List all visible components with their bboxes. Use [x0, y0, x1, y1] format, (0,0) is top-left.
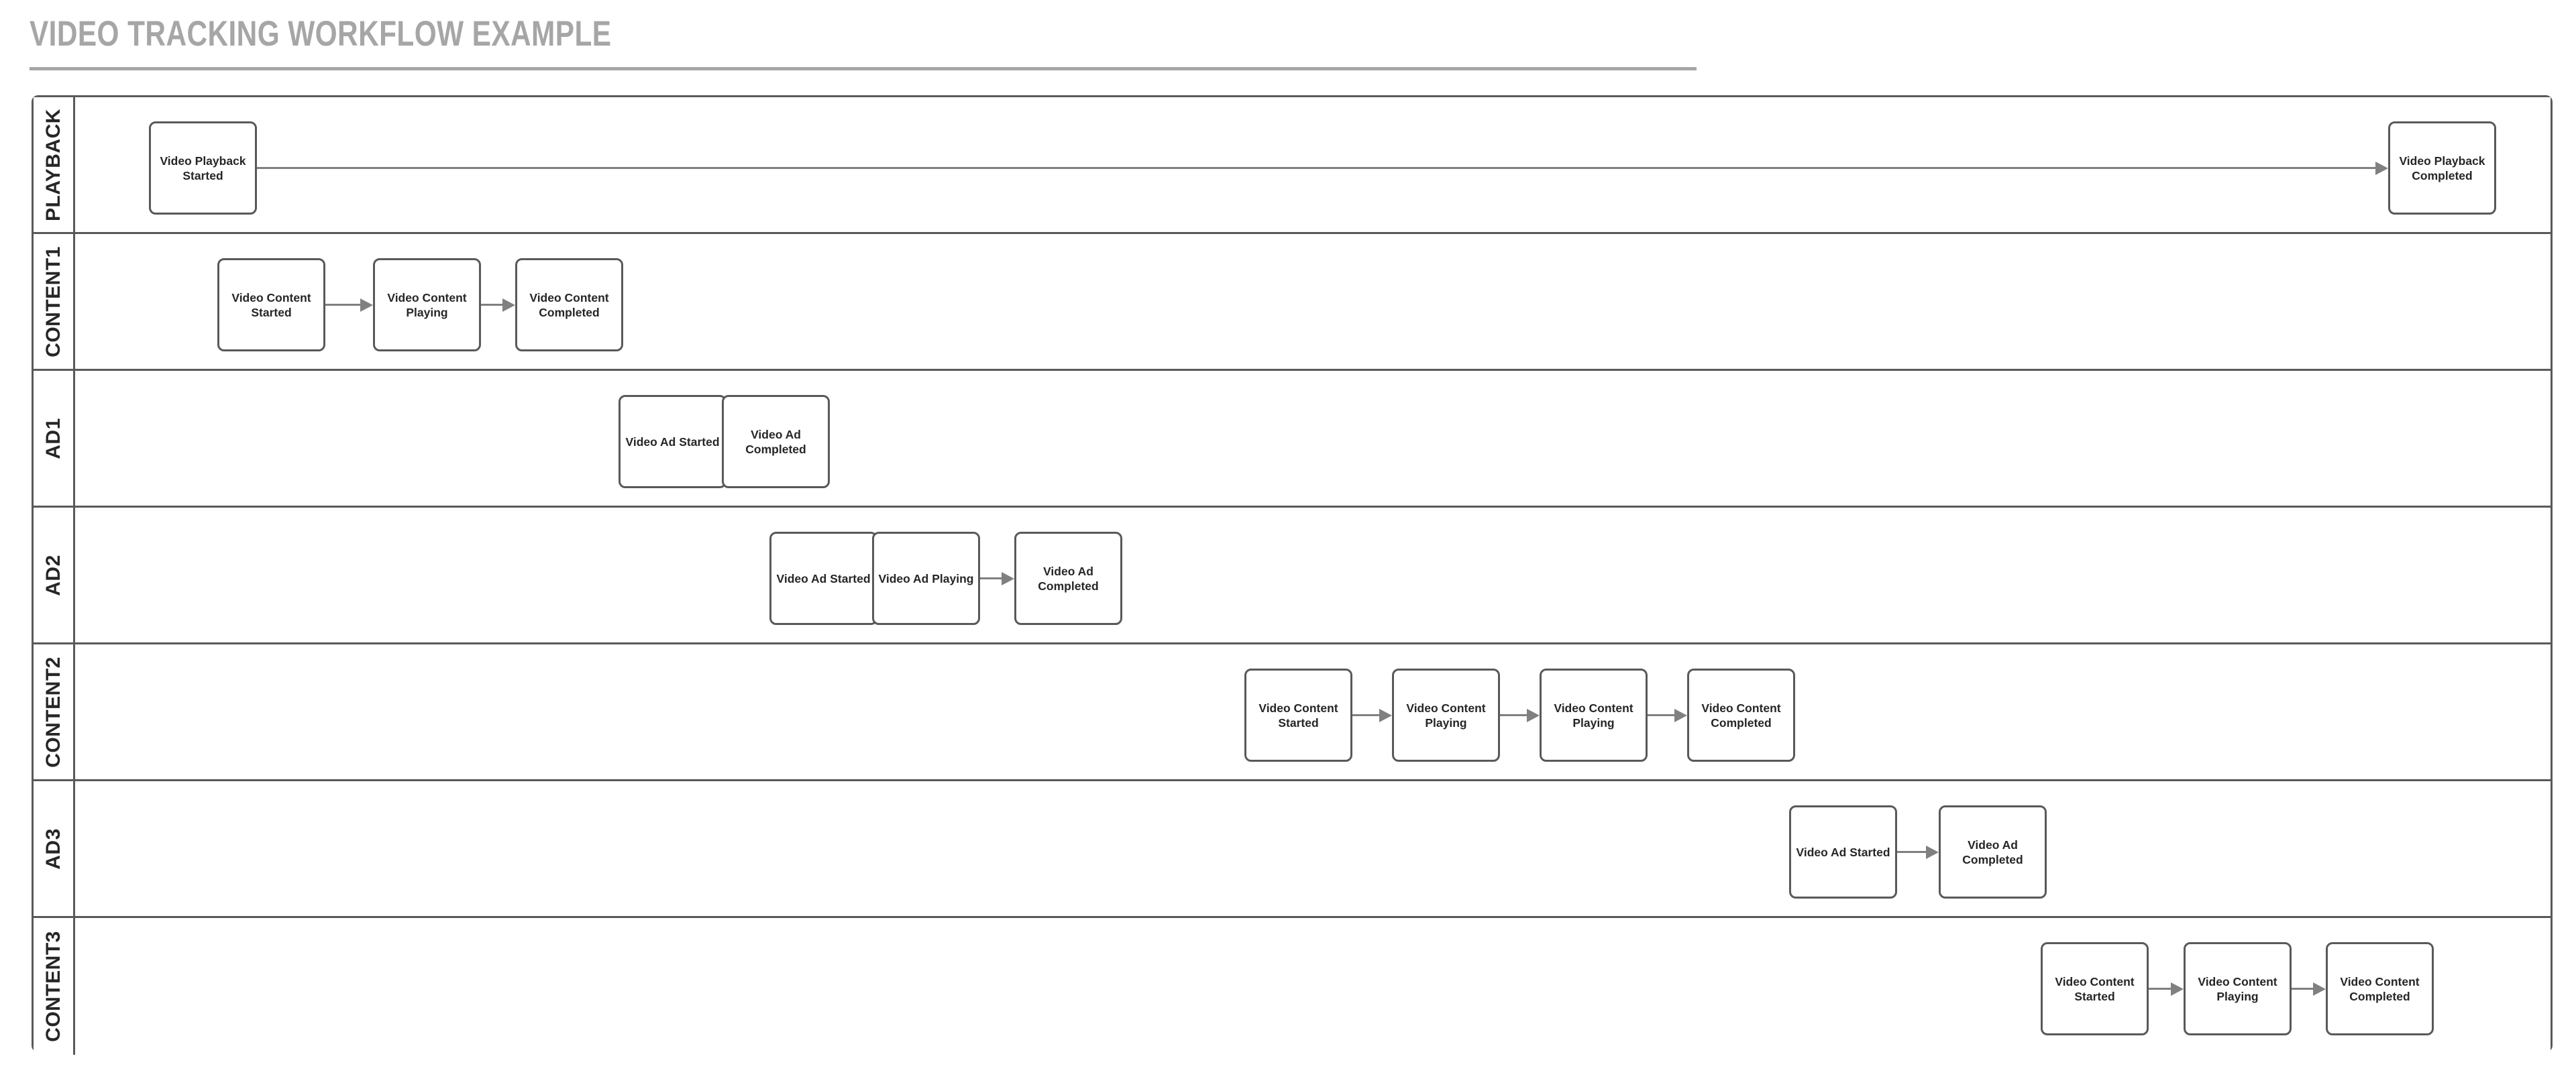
node-c1-complete[interactable]: Video Content Completed [515, 258, 623, 351]
swimlane-body-ad3: Video Ad Started Video Ad Completed [75, 781, 2551, 916]
connector-pb-start-to-pb-complete [257, 167, 2377, 169]
node-label-pb-complete: Video Playback Completed [2399, 154, 2485, 182]
node-c1-start[interactable]: Video Content Started [217, 258, 325, 351]
node-label-c2-playing1: Video Content Playing [1406, 701, 1486, 730]
connector-a3-start-to-a3-complete [1897, 851, 1927, 853]
swimlane-label-cell-ad2: AD2 [34, 508, 75, 642]
swimlane-label-content3: CONTENT3 [42, 931, 64, 1042]
node-label-c3-start: Video Content Started [2055, 974, 2135, 1003]
node-pb-complete[interactable]: Video Playback Completed [2388, 121, 2496, 215]
node-label-a3-start: Video Ad Started [1796, 845, 1890, 859]
arrowhead-a3-start-to-a3-complete [1926, 845, 1939, 859]
swimlane-body-content1: Video Content Started Video Content Playi… [75, 234, 2551, 369]
node-label-pb-start: Video Playback Started [160, 154, 246, 182]
arrowhead-c1-start-to-c1-playing [360, 298, 373, 312]
swimlane-body-ad1: Video Ad Started Video Ad Completed [75, 371, 2551, 506]
node-c2-start[interactable]: Video Content Started [1244, 669, 1352, 762]
node-c3-start[interactable]: Video Content Started [2041, 942, 2149, 1035]
node-a1-complete[interactable]: Video Ad Completed [722, 395, 830, 488]
arrowhead-c1-playing-to-c1-complete [502, 298, 515, 312]
title-block: VIDEO TRACKING WORKFLOW EXAMPLE [30, 15, 1707, 82]
arrowhead-c2-playing1-to-c2-playing2 [1527, 708, 1540, 722]
arrowhead-a2-playing-to-a2-complete [1002, 571, 1014, 585]
swimlane-body-ad2: Video Ad Started Video Ad Playing Video Ad… [75, 508, 2551, 642]
arrowhead-c3-playing-to-c3-complete [2313, 982, 2326, 996]
swimlane-label-cell-content3: CONTENT3 [34, 918, 75, 1055]
swimlane-label-ad1: AD1 [42, 417, 64, 459]
node-a1-start[interactable]: Video Ad Started [619, 395, 727, 488]
swimlane-label-ad3: AD3 [42, 827, 64, 870]
arrowhead-c3-start-to-c3-playing [2171, 982, 2184, 996]
connector-c1-start-to-c1-playing [325, 304, 362, 306]
arrowhead-pb-start-to-pb-complete [2375, 161, 2388, 175]
swimlane-label-cell-playback: PLAYBACK [34, 97, 75, 232]
node-label-c1-start: Video Content Started [231, 290, 311, 319]
swimlane-ad3: AD3 Video Ad Started Video Ad Completed [34, 781, 2551, 918]
node-a3-start[interactable]: Video Ad Started [1789, 805, 1897, 899]
node-c2-playing2[interactable]: Video Content Playing [1540, 669, 1648, 762]
node-label-c3-complete: Video Content Completed [2340, 974, 2420, 1003]
node-c2-complete[interactable]: Video Content Completed [1687, 669, 1795, 762]
swimlane-body-playback: Video Playback Started Video Playback Com… [75, 97, 2551, 232]
node-label-a2-complete: Video Ad Completed [1038, 564, 1099, 593]
swimlane-label-cell-ad1: AD1 [34, 371, 75, 506]
node-label-c2-playing2: Video Content Playing [1554, 701, 1633, 730]
connector-c3-playing-to-c3-complete [2292, 988, 2314, 990]
connector-a2-playing-to-a2-complete [980, 577, 1003, 579]
node-a3-complete[interactable]: Video Ad Completed [1939, 805, 2047, 899]
node-label-c2-start: Video Content Started [1258, 701, 1338, 730]
arrowhead-c2-playing2-to-c2-complete [1674, 708, 1687, 722]
node-a2-playing[interactable]: Video Ad Playing [872, 532, 980, 625]
title-divider [30, 67, 1697, 70]
swimlane-label-cell-ad3: AD3 [34, 781, 75, 916]
connector-c2-playing1-to-c2-playing2 [1500, 714, 1528, 716]
swimlane-body-content2: Video Content Started Video Content Playi… [75, 644, 2551, 779]
swimlane-label-playback: PLAYBACK [42, 108, 64, 221]
node-pb-start[interactable]: Video Playback Started [149, 121, 257, 215]
connector-c2-playing2-to-c2-complete [1648, 714, 1676, 716]
connector-c3-start-to-c3-playing [2149, 988, 2172, 990]
node-label-c2-complete: Video Content Completed [1701, 701, 1781, 730]
arrowhead-c2-start-to-c2-playing1 [1379, 708, 1392, 722]
node-label-c3-playing: Video Content Playing [2198, 974, 2277, 1003]
connector-c2-start-to-c2-playing1 [1352, 714, 1381, 716]
swimlane-label-cell-content2: CONTENT2 [34, 644, 75, 779]
node-a2-start[interactable]: Video Ad Started [769, 532, 877, 625]
swimlane-label-cell-content1: CONTENT1 [34, 234, 75, 369]
node-c2-playing1[interactable]: Video Content Playing [1392, 669, 1500, 762]
page-title: VIDEO TRACKING WORKFLOW EXAMPLE [30, 14, 612, 54]
node-label-a3-complete: Video Ad Completed [1962, 838, 2023, 866]
node-label-c1-complete: Video Content Completed [529, 290, 609, 319]
node-a2-complete[interactable]: Video Ad Completed [1014, 532, 1122, 625]
node-label-a1-complete: Video Ad Completed [745, 427, 806, 456]
swimlane-label-ad2: AD2 [42, 554, 64, 596]
swimlane-label-content2: CONTENT2 [42, 656, 64, 768]
node-label-a1-start: Video Ad Started [625, 435, 720, 449]
swimlane-body-content3: Video Content Started Video Content Playi… [75, 918, 2551, 1055]
connector-c1-playing-to-c1-complete [481, 304, 504, 306]
node-label-a2-playing: Video Ad Playing [878, 571, 974, 585]
node-c1-playing[interactable]: Video Content Playing [373, 258, 481, 351]
node-label-c1-playing: Video Content Playing [387, 290, 467, 319]
swimlane-ad1: AD1 Video Ad Started Video Ad Completed [34, 371, 2551, 508]
node-label-a2-start: Video Ad Started [776, 571, 871, 585]
node-c3-complete[interactable]: Video Content Completed [2326, 942, 2434, 1035]
swimlane-label-content1: CONTENT1 [42, 245, 64, 357]
node-c3-playing[interactable]: Video Content Playing [2184, 942, 2292, 1035]
